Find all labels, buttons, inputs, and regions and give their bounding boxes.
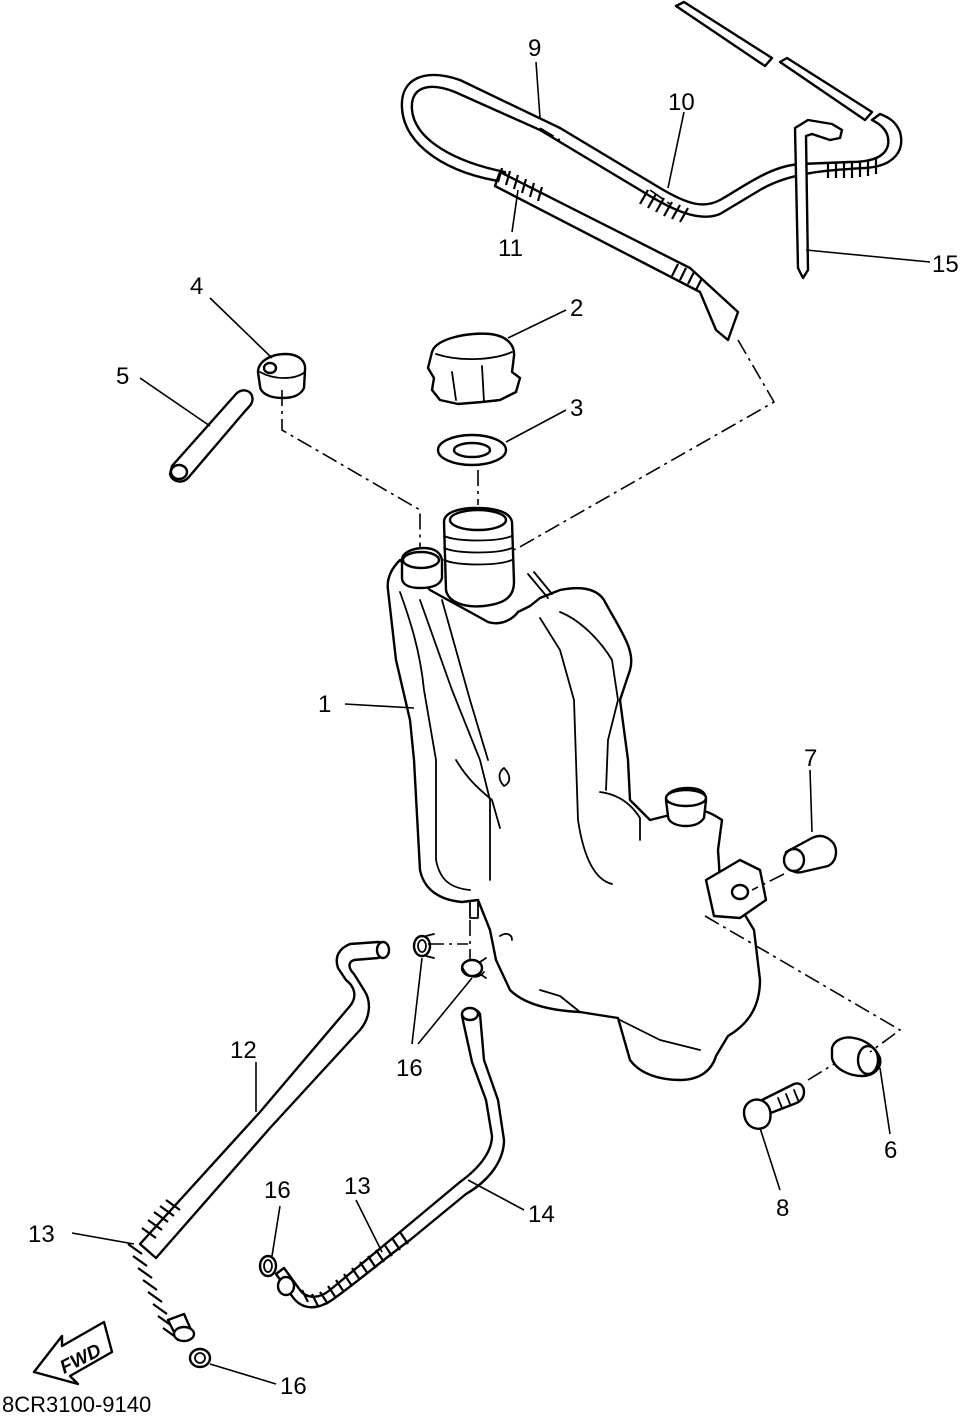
grommet <box>830 1036 882 1078</box>
callout-5: 5 <box>116 363 129 390</box>
callout-7: 7 <box>804 745 817 772</box>
bolt-7 <box>782 834 838 874</box>
callout-9: 9 <box>528 35 541 62</box>
cap-gasket <box>436 433 508 467</box>
callout-13-center: 13 <box>344 1173 371 1200</box>
overflow-cap <box>256 352 307 400</box>
leader-lines <box>71 61 931 1385</box>
radiator-cap <box>426 332 522 406</box>
breather-hose-assembly <box>400 0 903 342</box>
hose-12 <box>127 940 391 1369</box>
callout-numbers: 1 2 3 4 5 6 7 8 9 10 11 12 13 13 14 15 1… <box>28 35 959 1400</box>
callout-4: 4 <box>190 273 203 300</box>
callout-3: 3 <box>570 395 583 422</box>
bolt-8 <box>742 1082 806 1130</box>
callout-15: 15 <box>932 251 959 278</box>
drawing-code: 8CR3100-9140 <box>2 1392 151 1417</box>
callout-11: 11 <box>498 235 523 262</box>
callout-6: 6 <box>884 1137 897 1164</box>
forward-arrow-icon: FWD <box>32 1320 114 1386</box>
callout-16-center: 16 <box>396 1055 423 1082</box>
hose-14 <box>258 1006 506 1309</box>
callout-10: 10 <box>668 89 695 116</box>
callout-14: 14 <box>528 1201 555 1228</box>
callout-2: 2 <box>570 295 583 322</box>
callout-16-hose: 16 <box>264 1177 291 1204</box>
hose-clamps-16 <box>412 933 487 979</box>
callout-8: 8 <box>776 1195 789 1222</box>
callout-12: 12 <box>230 1037 257 1064</box>
coolant-reservoir-tank <box>386 506 768 1082</box>
overflow-hose <box>168 389 254 483</box>
callout-1: 1 <box>318 691 331 718</box>
callout-13-left: 13 <box>28 1221 55 1248</box>
callout-16-bottom: 16 <box>280 1373 307 1400</box>
assembly-lines <box>281 127 902 1081</box>
